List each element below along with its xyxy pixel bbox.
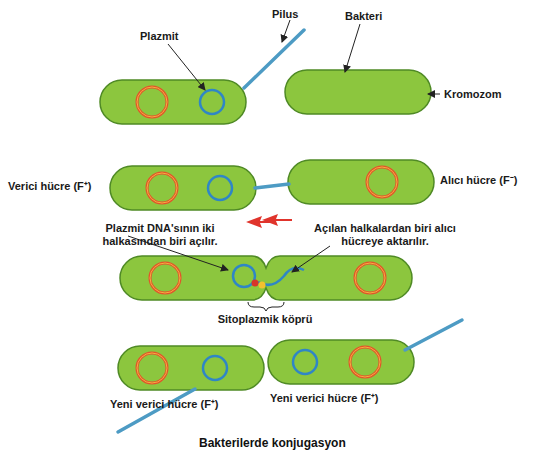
- part-label: Sitoplazmik köprü: [205, 313, 325, 326]
- step-note: Açılan halkalardan biri alıcı hücreye ak…: [300, 222, 470, 247]
- cell-label: Verici hücre (F⁺): [8, 180, 108, 193]
- figure-caption: Bakterilerde konjugasyon: [199, 436, 346, 450]
- cell-label: Yeni verici hücre (F⁺): [270, 392, 420, 405]
- cell-label: Yeni verici hücre (F⁺): [110, 398, 230, 411]
- cell-label: Alıcı hücre (F⁻): [440, 174, 540, 187]
- part-label: Plazmit: [140, 30, 210, 43]
- part-label: Bakteri: [345, 10, 415, 23]
- part-label: Pilus: [272, 8, 332, 21]
- part-label: Kromozom: [444, 88, 534, 101]
- step-note: Plazmit DNA'sının iki halkasından biri a…: [80, 222, 240, 247]
